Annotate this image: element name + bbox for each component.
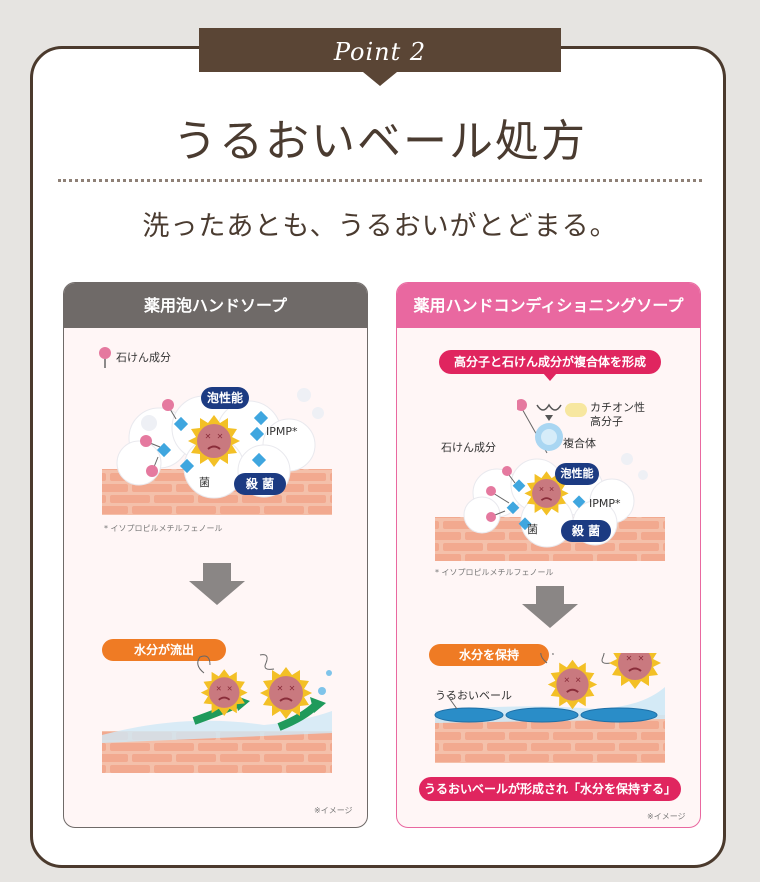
complex-diagram: [517, 399, 563, 454]
cationic-label-2: 高分子: [590, 415, 623, 428]
ipmp-label: IPMP*: [266, 425, 298, 438]
down-arrow-icon: [189, 563, 245, 605]
ribbon-shape: [199, 28, 561, 86]
complex-body-label: 複合体: [563, 437, 596, 450]
panel-conditioning-soap: 薬用ハンドコンディショニングソープ 高分子と石けん成分が複合体を形成 カチオン性…: [396, 282, 701, 828]
callout-tail: [543, 373, 557, 381]
page-subtitle: 洗ったあとも、うるおいがとどまる。: [142, 211, 618, 242]
panel-foam-soap: 薬用泡ハンドソープ 石けん成分 泡性: [63, 282, 368, 828]
germ-label-right: 菌: [527, 523, 538, 536]
moisture-veil-label: うるおいベール: [435, 689, 512, 702]
panel-left-title: 薬用泡ハンドソープ: [64, 283, 367, 328]
foam-scene-right: [435, 453, 665, 561]
soap-molecule-icon: [99, 347, 111, 368]
panel-right-title: 薬用ハンドコンディショニングソープ: [397, 283, 700, 328]
water-outflow-label: 水分が流出: [102, 639, 226, 661]
moisture-veil-scene: [434, 653, 665, 763]
soap-component-label: 石けん成分: [441, 441, 496, 454]
cationic-polymer-icon: [565, 403, 587, 417]
ipmp-label-right: IPMP*: [589, 497, 621, 510]
foam-scene: [102, 388, 332, 515]
water-outflow-scene: [102, 654, 332, 773]
point-label: Point 2: [333, 38, 427, 66]
dotted-divider: [58, 179, 702, 182]
ipmp-footnote: * イソプロピルメチルフェノール: [104, 524, 223, 533]
foam-performance-label: 泡性能: [201, 387, 249, 409]
sterilize-label: 殺 菌: [234, 473, 286, 495]
image-note-left: ※イメージ: [314, 806, 353, 815]
point-ribbon: Point 2: [199, 28, 561, 86]
ipmp-footnote-right: * イソプロピルメチルフェノール: [435, 568, 554, 577]
foam-performance-label-right: 泡性能: [555, 463, 599, 485]
legend-soap-label: 石けん成分: [116, 351, 171, 364]
page-title: うるおいベール処方: [173, 116, 587, 167]
germ-label: 菌: [199, 476, 210, 489]
complex-formation-label: 高分子と石けん成分が複合体を形成: [439, 350, 661, 374]
keep-moisture-label: 水分を保持: [429, 644, 549, 666]
sterilize-label-right: 殺 菌: [561, 520, 611, 542]
veil-result-label: うるおいベールが形成され「水分を保持する」: [419, 777, 681, 801]
image-note-right: ※イメージ: [647, 812, 686, 821]
cationic-label-1: カチオン性: [590, 401, 645, 414]
down-arrow-icon-right: [522, 586, 578, 628]
